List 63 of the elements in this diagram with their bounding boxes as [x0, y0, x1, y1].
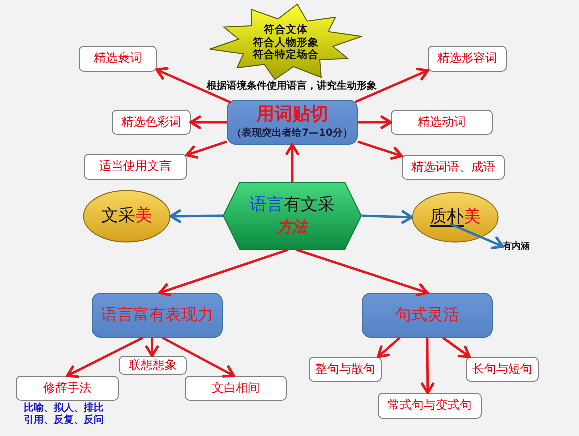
- concept-box: [362, 293, 493, 338]
- topic-label: 精选色彩词: [122, 116, 182, 130]
- arrow: [66, 336, 144, 378]
- arrow: [358, 140, 404, 160]
- star-text: 符合人物形象: [253, 36, 319, 49]
- star-text: 符合特定场合: [253, 49, 319, 62]
- topic-box: [378, 393, 482, 419]
- arrow: [286, 144, 300, 182]
- arrow: [362, 210, 414, 224]
- score-note: （表现突出者给7—10分）: [232, 128, 353, 140]
- arrow: [296, 248, 429, 297]
- arrow: [146, 338, 160, 358]
- ellipse-shape: [412, 192, 499, 243]
- concept-title: 语言富有表现力: [102, 306, 214, 325]
- note-text: 根据语境条件使用语言，讲究生动形象: [207, 81, 377, 93]
- topic-box: [428, 46, 507, 72]
- arrow: [377, 337, 401, 358]
- topic-label: 长句与短句: [472, 362, 532, 376]
- example-note: 比喻、拟人、排比: [24, 403, 104, 414]
- concept-title: 用词贴切: [256, 105, 328, 126]
- topic-box: [112, 110, 191, 135]
- method-label: 方法: [278, 218, 308, 236]
- topic-box: [16, 376, 119, 401]
- topic-label: 联想想象: [129, 358, 177, 372]
- arrow: [186, 140, 228, 159]
- topic-label: 精选词语、成语: [412, 160, 496, 174]
- style-label: 质朴美: [430, 208, 481, 228]
- arrow: [354, 68, 430, 104]
- topic-box: [185, 376, 287, 401]
- topic-box: [309, 357, 382, 382]
- topic-box: [119, 356, 187, 375]
- arrow: [442, 337, 471, 358]
- arrow: [158, 248, 289, 297]
- topic-box: [84, 154, 187, 180]
- topic-box: [79, 46, 157, 72]
- topic-label: 整句与散句: [316, 362, 376, 376]
- topic-label: 精选褒词: [94, 52, 142, 66]
- center-title: 语言有文采: [250, 196, 335, 216]
- arrow: [156, 67, 232, 104]
- arrow: [162, 336, 236, 378]
- arrow: [421, 338, 435, 394]
- style-label: 文采美: [102, 206, 152, 226]
- concept-title: 句式灵活: [396, 306, 460, 325]
- example-note: 引用、反复、反问: [24, 415, 104, 426]
- topic-label: 精选形容词: [438, 52, 498, 66]
- arrow: [358, 116, 392, 130]
- topic-box: [391, 110, 493, 135]
- topic-label: 适当使用文言: [100, 160, 172, 174]
- topic-label: 精选动词: [418, 116, 466, 130]
- ellipse-shape: [83, 190, 171, 243]
- arrow: [450, 223, 504, 250]
- topic-label: 文白相间: [212, 382, 260, 396]
- arrow: [190, 116, 227, 130]
- concept-box: [227, 100, 358, 145]
- hexagon-shape: [223, 182, 362, 250]
- topic-label: 修辞手法: [44, 382, 92, 396]
- concept-box: [92, 293, 223, 338]
- annotation-text: 有内涵: [503, 239, 535, 253]
- arrow: [170, 210, 224, 224]
- star-text: 符合文体: [264, 24, 308, 37]
- topic-box: [402, 155, 505, 180]
- topic-label: 常式句与变式句: [388, 399, 472, 413]
- topic-box: [466, 357, 539, 382]
